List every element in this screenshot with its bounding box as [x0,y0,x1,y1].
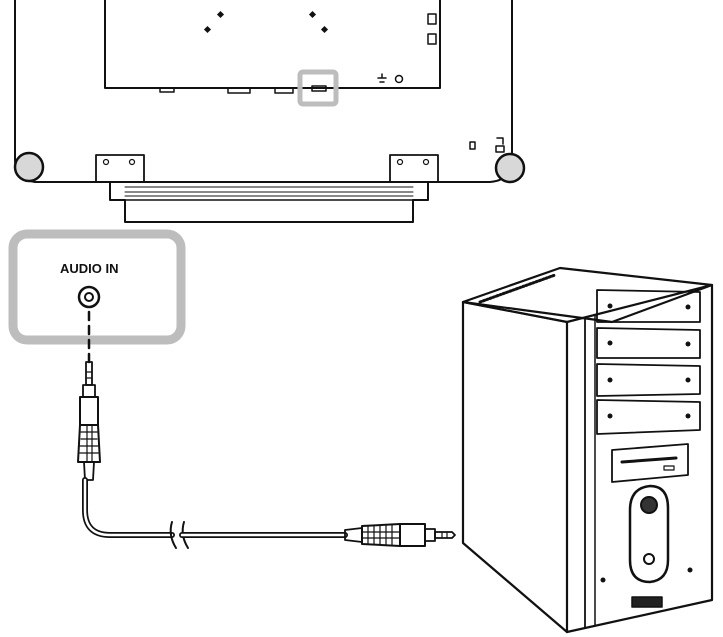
panel-screws [203,10,329,34]
audio-in-callout: AUDIO IN [8,229,186,345]
audio-cable-icon [82,477,348,549]
left-foot [13,151,45,183]
io-ports [159,73,404,94]
audio-plug-horizontal-icon [344,523,456,547]
floppy-drive [611,443,689,483]
callout-frame [8,229,186,345]
audio-in-label: AUDIO IN [60,261,119,276]
audio-port-highlight [297,69,339,107]
power-button-panel [628,484,670,584]
right-foot [494,152,526,184]
drive-bays [596,289,701,435]
audio-jack-icon [77,285,101,309]
pc-tower-icon [461,266,714,634]
monitor-rear-icon [13,0,526,223]
audio-plug-vertical-icon [77,361,101,481]
